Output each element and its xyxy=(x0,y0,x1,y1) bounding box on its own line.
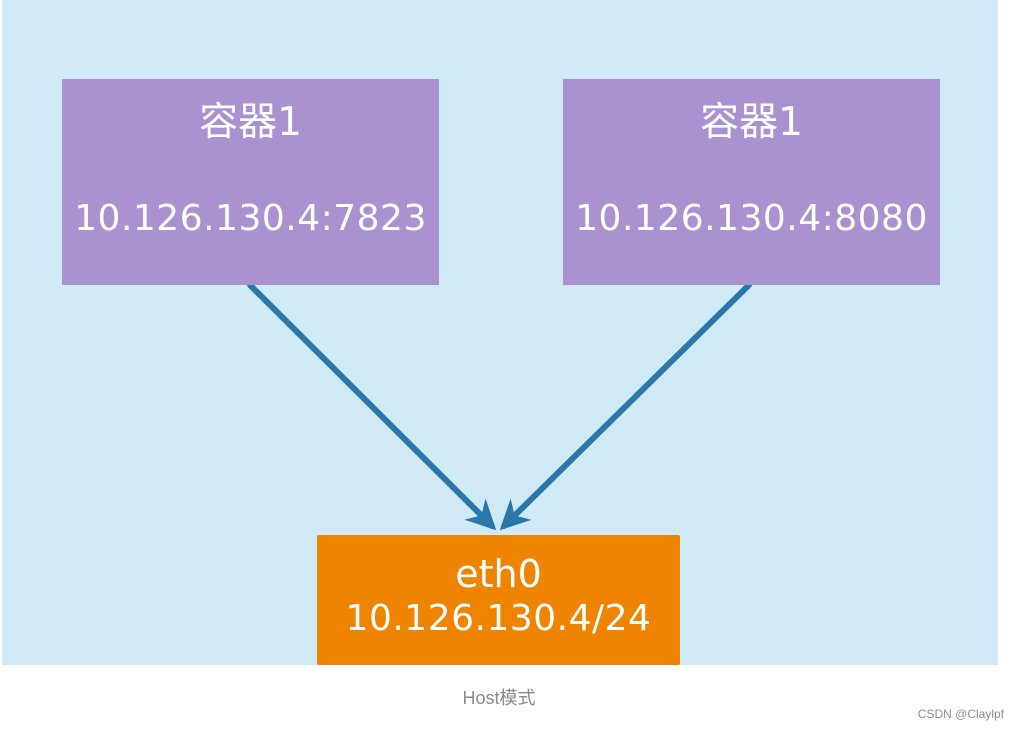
eth0-interface-box: eth0 10.126.130.4/24 xyxy=(317,535,680,665)
interface-name: eth0 xyxy=(455,552,542,596)
container-address: 10.126.130.4:8080 xyxy=(575,198,928,239)
container-address: 10.126.130.4:7823 xyxy=(74,198,427,239)
container-box-right: 容器1 10.126.130.4:8080 xyxy=(563,79,940,285)
container-title: 容器1 xyxy=(700,100,803,145)
figure-caption: Host模式 xyxy=(462,688,536,708)
container-box-left: 容器1 10.126.130.4:7823 xyxy=(62,79,439,285)
interface-address: 10.126.130.4/24 xyxy=(345,598,652,639)
watermark-text: CSDN @Claylpf xyxy=(917,707,1004,721)
container-title: 容器1 xyxy=(199,100,302,145)
